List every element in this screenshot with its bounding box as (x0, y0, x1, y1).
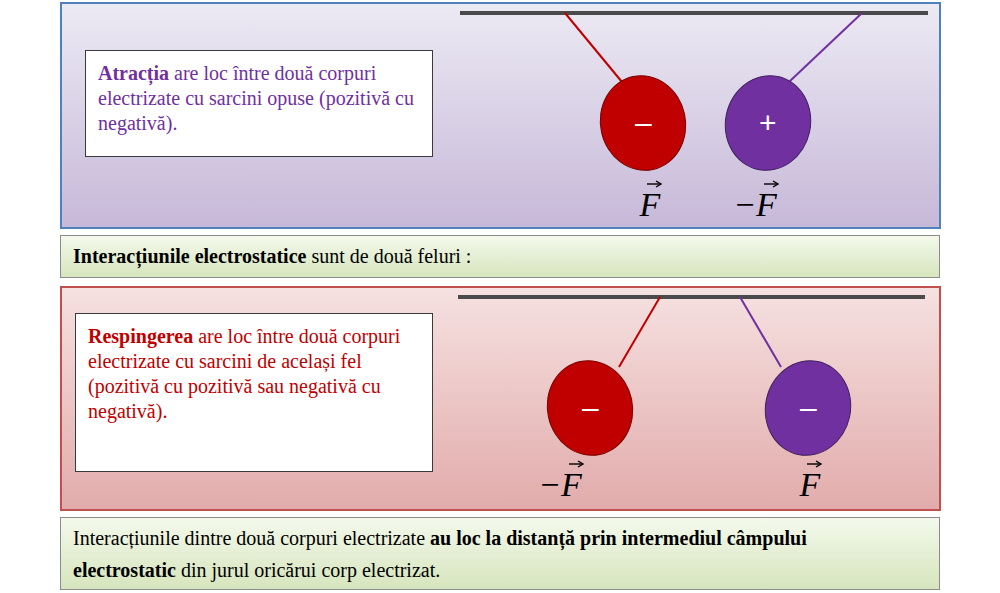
force-symbol: F (800, 466, 821, 503)
charged-sphere: – (538, 352, 642, 464)
charge-sign: – (582, 391, 599, 424)
thread (565, 13, 622, 82)
definition-box: Atracțiaare loc între două corpuri elect… (85, 50, 433, 157)
force-label: −F (538, 468, 582, 502)
term-heading: Respingerea (88, 325, 193, 347)
ceiling-line (460, 11, 928, 15)
arrow-head (656, 181, 661, 187)
force-symbol: F (640, 186, 661, 223)
description-text: din jurul oricărui corp electrizat. (181, 559, 440, 581)
description-text: Interacțiunile dintre două corpuri elect… (73, 527, 425, 549)
charge-sign: + (759, 106, 777, 139)
text-wrap: Atracțiaare loc între două corpuri elect… (98, 61, 416, 136)
text-wrap: – (635, 106, 652, 140)
text-wrap: + (759, 106, 777, 140)
force-label: −F (733, 188, 777, 222)
ceiling-line (458, 295, 925, 299)
arrow-shaft (764, 183, 777, 184)
text-wrap: Respingereaare loc între două corpuri el… (88, 324, 406, 424)
text-wrap: Interacțiunile dintre două corpuri elect… (73, 522, 843, 586)
info-band: Interacțiunile dintre două corpuri elect… (60, 517, 940, 590)
text-wrap: Interacțiunile electrostaticesunt de dou… (73, 245, 923, 268)
force-label: F (800, 468, 821, 502)
arrow-head (816, 461, 821, 467)
arrow-head (578, 461, 583, 467)
repulsion-panel (61, 287, 940, 510)
description-text: sunt de două feluri : (311, 245, 471, 267)
charge-sign: – (800, 391, 817, 424)
arrow-shaft (569, 463, 582, 464)
info-band: Interacțiunile electrostaticesunt de dou… (60, 235, 940, 278)
description-text: Interacțiunile electrostatice (73, 245, 306, 267)
charged-sphere: – (591, 67, 695, 179)
force-label: F (640, 188, 661, 222)
charged-sphere: + (716, 67, 820, 179)
thread (790, 13, 862, 81)
thread (740, 297, 781, 367)
charged-sphere: – (756, 352, 860, 464)
text-wrap: – (582, 391, 599, 425)
term-heading: Atracția (98, 62, 169, 84)
arrow-head (773, 181, 778, 187)
arrow-shaft (807, 463, 820, 464)
definition-box: Respingereaare loc între două corpuri el… (75, 313, 433, 472)
force-symbol: −F (733, 186, 777, 223)
force-symbol: −F (538, 466, 582, 503)
arrow-shaft (647, 183, 660, 184)
charge-sign: – (635, 106, 652, 139)
attraction-panel (61, 3, 940, 228)
thread (619, 297, 660, 367)
text-wrap: – (800, 391, 817, 425)
